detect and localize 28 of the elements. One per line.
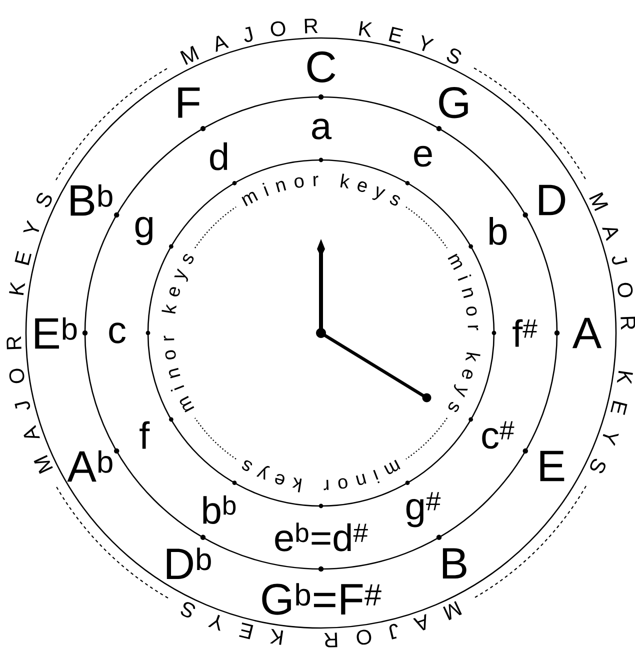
major-key-label: D$^{b}$	[166, 548, 211, 580]
minor-key-label: e$^{b}$=d$^{#}$	[275, 522, 368, 552]
major-key-label: G	[439, 87, 468, 118]
major-key-label: E	[540, 450, 564, 482]
major-key-label: B$^{b}$	[70, 184, 112, 216]
major-key-label: G$^{b}$=F$^{#}$	[262, 583, 382, 615]
major-key-label: E$^{b}$	[35, 317, 77, 349]
major-key-label: B	[442, 548, 466, 578]
curved-label: minor keys	[448, 254, 480, 412]
curved-label: minor keys	[162, 254, 194, 412]
curved-label: minor keys	[242, 174, 400, 206]
minor-key-label: c	[109, 322, 126, 344]
minor-key-label: f	[140, 421, 150, 449]
minor-key-label: g	[135, 216, 152, 246]
curved-label: minor keys	[242, 460, 400, 492]
minor-key-label: c$^{#}$	[482, 421, 514, 449]
minor-key-label: d	[210, 142, 228, 170]
minor-key-label: b	[490, 217, 507, 245]
major-key-label: A$^{b}$	[67, 450, 112, 482]
minor-key-label: g$^{#}$	[406, 492, 441, 528]
minor-key-label: e	[414, 146, 432, 167]
major-key-label: C	[307, 51, 336, 83]
major-key-label: F	[178, 88, 200, 118]
major-key-label: D	[539, 184, 566, 216]
minor-key-label: a	[312, 118, 332, 140]
major-key-label: A	[572, 318, 602, 348]
minor-key-label: b$^{b}$	[203, 495, 236, 524]
minor-key-label: f$^{#}$	[512, 319, 538, 347]
